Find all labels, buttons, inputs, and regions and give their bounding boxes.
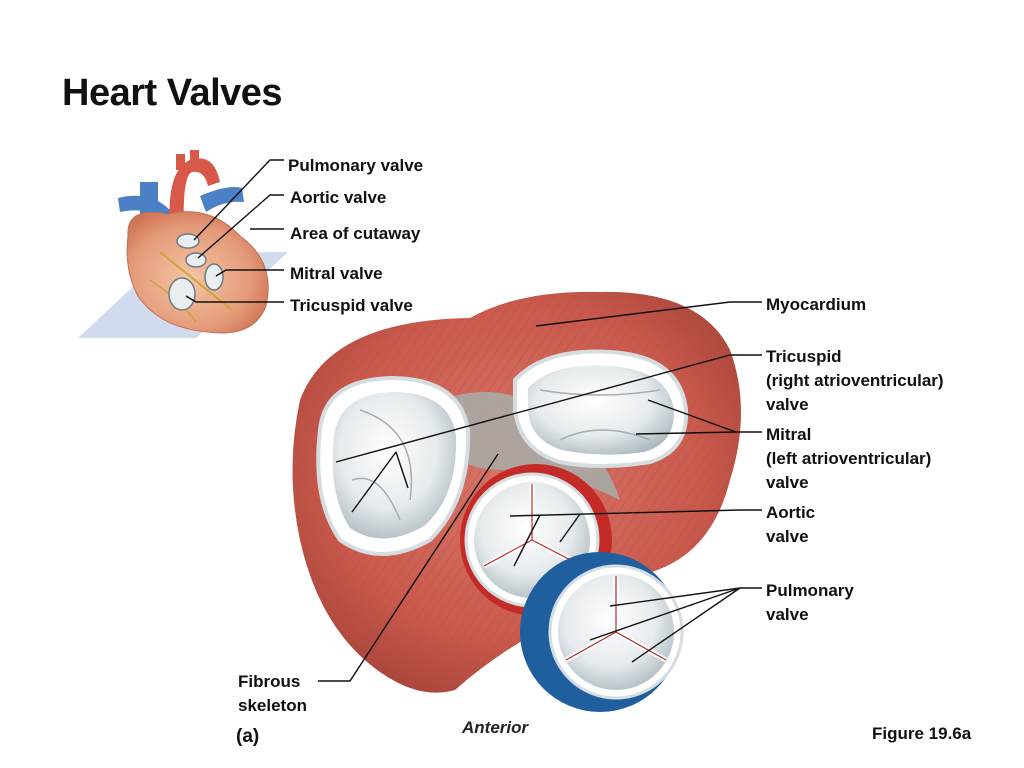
inset-pulmonary-valve [176,233,200,249]
label-inset-mitral-valve: Mitral valve [290,264,383,283]
pulmonary-valve-drawing [548,564,684,700]
label-myocardium: Myocardium [766,295,867,314]
aortic-branch-2 [190,150,199,166]
valve-cross-section [292,291,741,712]
page-title: Heart Valves [62,72,283,114]
inset-heart [78,150,288,338]
panel-label: (a) [236,726,260,747]
label-pulmonary: Pulmonary valve [766,581,854,624]
leader-lines [318,301,762,682]
left-pulmonary-artery [118,195,170,222]
aortic-branch-1 [176,154,185,170]
label-inset-aortic-valve: Aortic valve [290,188,387,207]
inset-tricuspid-valve [168,277,196,311]
inset-mitral-valve [204,263,224,291]
label-inset-tricuspid-valve: Tricuspid valve [290,296,413,315]
label-fibrous-skeleton: Fibrous skeleton [238,672,307,715]
label-inset-pulmonary-valve: Pulmonary valve [288,156,424,175]
label-tricuspid: Tricuspid (right atrioventricular) valve [766,347,944,414]
label-aortic: Aortic valve [766,503,816,546]
right-pulmonary-vessel [200,187,244,212]
label-mitral: Mitral (left atrioventricular) valve [766,425,932,492]
label-area-of-cutaway: Area of cutaway [290,224,421,243]
tricuspid-valve-drawing [316,375,471,556]
inset-aortic-valve [185,252,207,268]
mitral-valve-drawing [513,349,689,468]
coronary-vessel [159,251,233,311]
orientation-label: Anterior [462,718,529,737]
figure-reference: Figure 19.6a [872,724,972,743]
